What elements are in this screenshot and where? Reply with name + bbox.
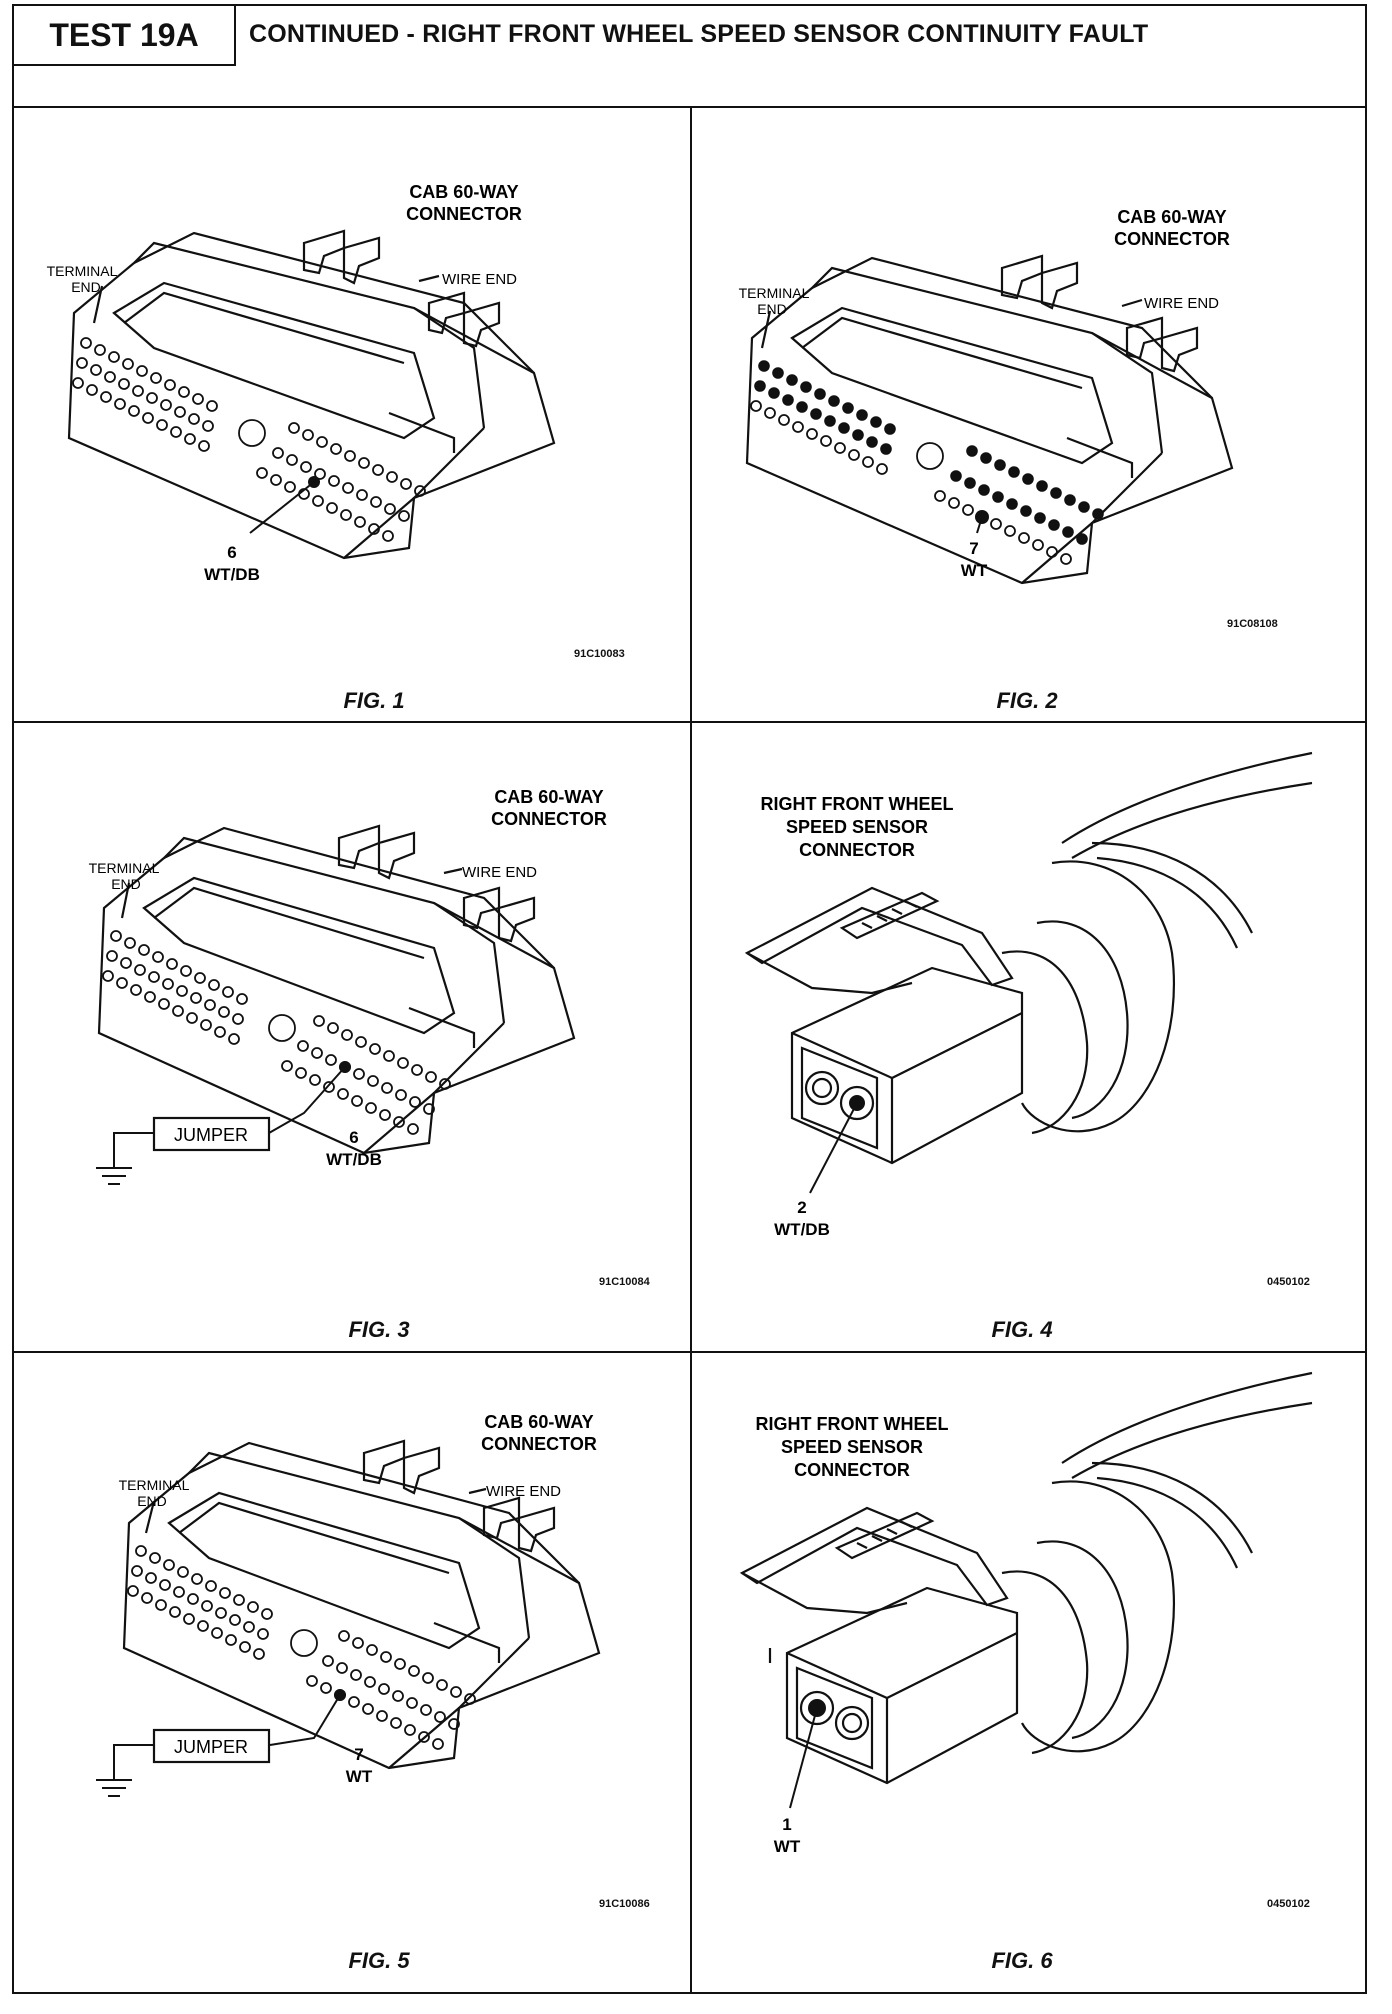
figure-label: FIG. 5 — [348, 1948, 410, 1973]
cab-connector-diagram: JUMPER CAB 60-WAY CONNECTOR TERMINAL END… — [96, 1412, 601, 1797]
jumper-label: JUMPER — [174, 1737, 248, 1757]
figure-label: FIG. 4 — [991, 1317, 1053, 1342]
jumper-label: JUMPER — [174, 1125, 248, 1145]
terminal-end-label-line1: TERMINAL — [739, 285, 810, 301]
figure-code: 91C10086 — [599, 1898, 650, 1910]
figure-code: 0450102 — [1267, 1898, 1310, 1910]
connector-title-line2: CONNECTOR — [481, 1434, 597, 1454]
pin-number-label: 2 — [797, 1198, 806, 1217]
ground-icon — [96, 1167, 132, 1185]
grid-divider-vertical — [690, 106, 692, 1992]
figure-panel-5: JUMPER CAB 60-WAY CONNECTOR TERMINAL END… — [14, 1353, 690, 1992]
figure-code: 91C08108 — [1227, 618, 1278, 630]
connector-title-line2: CONNECTOR — [491, 809, 607, 829]
figure-label: FIG. 2 — [996, 688, 1058, 713]
pin-number-label: 1 — [782, 1815, 791, 1834]
pin-number-label: 7 — [969, 539, 978, 558]
figure-code: 91C10084 — [599, 1276, 650, 1288]
connector-title-line1: CAB 60-WAY — [1117, 207, 1226, 227]
connector-title-line2: CONNECTOR — [1114, 229, 1230, 249]
sensor-title-line1: RIGHT FRONT WHEEL — [761, 794, 954, 814]
page-title: CONTINUED - RIGHT FRONT WHEEL SPEED SENS… — [249, 20, 1149, 48]
grid-divider-row2 — [14, 1351, 1365, 1353]
figure-label: FIG. 3 — [348, 1317, 410, 1342]
terminal-end-label-line2: END — [111, 876, 141, 892]
sensor-title-line2: SPEED SENSOR — [781, 1437, 923, 1457]
pin-number-label: 7 — [354, 1745, 363, 1764]
wire-end-label: WIRE END — [1144, 295, 1219, 312]
pin-wire-label: WT/DB — [774, 1220, 830, 1239]
figure-label: FIG. 6 — [991, 1948, 1053, 1973]
sensor-title-line3: CONNECTOR — [799, 840, 915, 860]
connector-title-line2: CONNECTOR — [406, 204, 522, 224]
pin-wire-label: WT/DB — [204, 565, 260, 584]
grid-divider-row1 — [14, 721, 1365, 723]
pin-wire-label: WT/DB — [326, 1150, 382, 1169]
sensor-title-line2: SPEED SENSOR — [786, 817, 928, 837]
wire-end-label: WIRE END — [462, 864, 537, 881]
pin-number-label: 6 — [227, 543, 236, 562]
test-id: TEST 19A — [14, 6, 236, 66]
connector-title-line1: CAB 60-WAY — [484, 1412, 593, 1432]
pin-wire-label: WT — [346, 1767, 373, 1786]
figure-label: FIG. 1 — [343, 688, 405, 713]
page-header: TEST 19A CONTINUED - RIGHT FRONT WHEEL S… — [14, 6, 1365, 108]
terminal-end-label-line1: TERMINAL — [89, 860, 160, 876]
pin-number-label: 6 — [349, 1128, 358, 1147]
terminal-end-label-line2: END — [757, 301, 787, 317]
figure-panel-1: CAB 60-WAY CONNECTOR TERMINAL END WIRE E… — [14, 108, 690, 721]
figure-panel-6: RIGHT FRONT WHEEL SPEED SENSOR CONNECTOR… — [692, 1353, 1367, 1992]
sensor-title-line1: RIGHT FRONT WHEEL — [756, 1414, 949, 1434]
cab-connector-diagram: JUMPER CAB 60-WAY CONNECTOR TERMINAL END… — [89, 787, 607, 1185]
figure-panel-3: JUMPER CAB 60-WAY CONNECTOR TERMINAL END… — [14, 723, 690, 1351]
figure-panel-2: CAB 60-WAY CONNECTOR TERMINAL END WIRE E… — [692, 108, 1367, 721]
ground-icon — [96, 1779, 132, 1797]
wheel-sensor-connector-diagram: RIGHT FRONT WHEEL SPEED SENSOR CONNECTOR… — [739, 1371, 1313, 1856]
service-manual-page: TEST 19A CONTINUED - RIGHT FRONT WHEEL S… — [12, 4, 1367, 1994]
wire-end-label: WIRE END — [486, 1483, 561, 1500]
figure-panel-4: RIGHT FRONT WHEEL SPEED SENSOR CONNECTOR… — [692, 723, 1367, 1351]
figure-code: 0450102 — [1267, 1276, 1310, 1288]
connector-title-line1: CAB 60-WAY — [409, 182, 518, 202]
sensor-title-line3: CONNECTOR — [794, 1460, 910, 1480]
wire-end-label: WIRE END — [442, 271, 517, 288]
figure-code: 91C10083 — [574, 648, 625, 660]
terminal-end-label-line1: TERMINAL — [47, 263, 118, 279]
terminal-end-label-line1: TERMINAL — [119, 1477, 190, 1493]
cab-connector-diagram: CAB 60-WAY CONNECTOR TERMINAL END WIRE E… — [739, 207, 1234, 585]
pin-wire-label: WT — [961, 561, 988, 580]
terminal-end-label-line2: END — [71, 279, 101, 295]
terminal-end-label-line2: END — [137, 1493, 167, 1509]
pin-wire-label: WT — [774, 1837, 801, 1856]
connector-title-line1: CAB 60-WAY — [494, 787, 603, 807]
cab-connector-diagram: CAB 60-WAY CONNECTOR TERMINAL END WIRE E… — [47, 182, 556, 584]
wheel-sensor-connector-diagram: RIGHT FRONT WHEEL SPEED SENSOR CONNECTOR… — [744, 751, 1313, 1239]
